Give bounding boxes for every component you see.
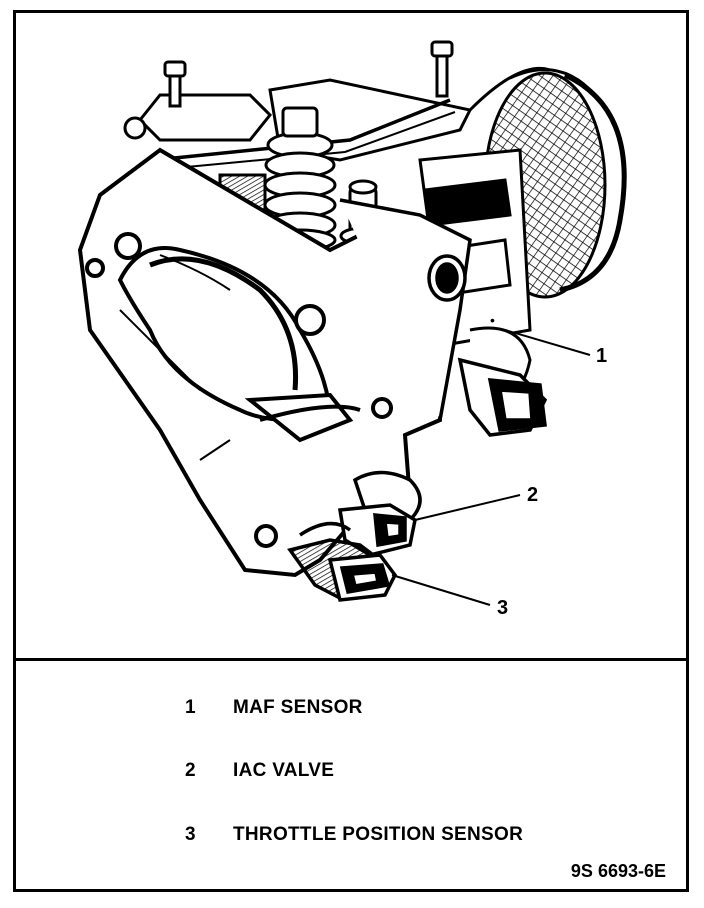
legend-label-iac-valve: IAC VALVE: [233, 760, 335, 781]
legend-number-3: 3: [185, 824, 196, 845]
figure-code: 9S 6693-6E: [570, 861, 666, 881]
throttle-body-illustration: •: [77, 40, 627, 606]
leader-line-2: [414, 494, 521, 521]
callout-3: 3: [497, 597, 509, 619]
legend-label-maf-sensor: MAF SENSOR: [233, 697, 363, 718]
maf-sensor-cylinder: •: [418, 66, 627, 412]
leader-line-1: [504, 329, 591, 356]
throttle-position-sensor: [287, 538, 398, 602]
throttle-body-side: [339, 198, 548, 437]
callout-2: 2: [527, 484, 539, 506]
leader-lines: [391, 329, 591, 606]
leader-line-3: [391, 574, 491, 606]
legend-divider: [13, 658, 689, 661]
legend-number-2: 2: [185, 760, 196, 781]
legend-number-1: 1: [185, 697, 196, 718]
iac-valve: [299, 470, 422, 557]
legend-label-throttle-position-sensor: THROTTLE POSITION SENSOR: [233, 824, 524, 845]
callout-1: 1: [596, 345, 608, 367]
svg-text:•: •: [490, 312, 495, 328]
